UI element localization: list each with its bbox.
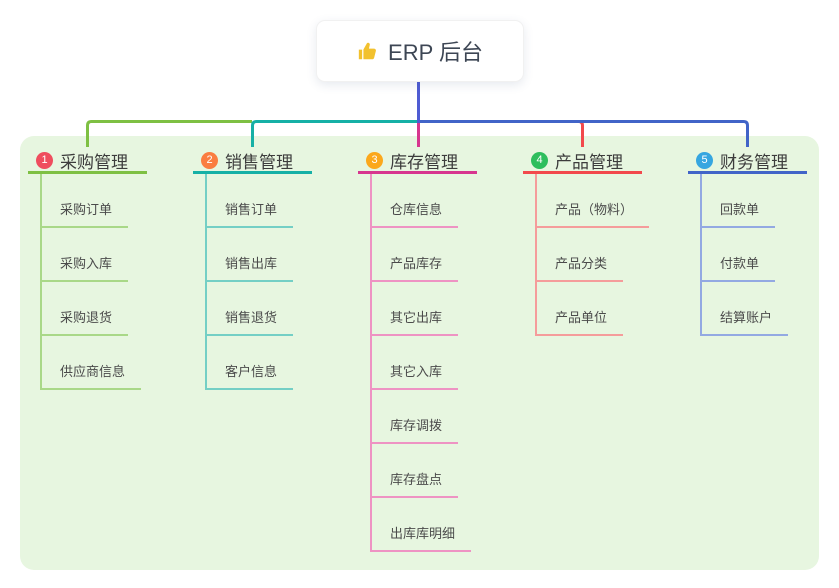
child-node[interactable]: 库存盘点 <box>372 444 459 498</box>
branch-node-inventory[interactable]: 3 库存管理 <box>358 149 477 174</box>
branch-title-label: 产品管理 <box>555 152 623 172</box>
child-node[interactable]: 销售出库 <box>207 228 294 282</box>
child-node[interactable]: 付款单 <box>702 228 776 282</box>
child-node[interactable]: 其它入库 <box>372 336 459 390</box>
branch-title-label: 库存管理 <box>390 152 458 172</box>
root-node[interactable]: ERP 后台 <box>316 20 524 82</box>
child-node[interactable]: 产品分类 <box>537 228 624 282</box>
branch-number-badge: 3 <box>366 151 383 169</box>
branch-node-purchase[interactable]: 1 采购管理 <box>28 149 147 174</box>
child-node[interactable]: 产品（物料） <box>537 174 650 228</box>
child-node[interactable]: 产品库存 <box>372 228 459 282</box>
branch-title-label: 采购管理 <box>60 152 128 172</box>
branch-number-badge: 5 <box>696 151 713 169</box>
branch-children: 产品（物料） 产品分类 产品单位 <box>535 174 650 336</box>
child-node[interactable]: 采购订单 <box>42 174 129 228</box>
branch-node-product[interactable]: 4 产品管理 <box>523 149 642 174</box>
branch-number-badge: 2 <box>201 151 218 169</box>
child-node[interactable]: 采购入库 <box>42 228 129 282</box>
child-node[interactable]: 库存调拨 <box>372 390 459 444</box>
child-node[interactable]: 客户信息 <box>207 336 294 390</box>
branch-children: 仓库信息 产品库存 其它出库 其它入库 库存调拨 库存盘点 出库库明细 <box>370 174 472 552</box>
child-node[interactable]: 供应商信息 <box>42 336 142 390</box>
child-node[interactable]: 销售订单 <box>207 174 294 228</box>
root-title: ERP 后台 <box>388 40 483 65</box>
branch-children: 销售订单 销售出库 销售退货 客户信息 <box>205 174 294 390</box>
child-node[interactable]: 出库库明细 <box>372 498 472 552</box>
branch-title-label: 销售管理 <box>225 152 293 172</box>
child-node[interactable]: 结算账户 <box>702 282 789 336</box>
branch-node-finance[interactable]: 5 财务管理 <box>688 149 807 174</box>
branch-node-sales[interactable]: 2 销售管理 <box>193 149 312 174</box>
child-node[interactable]: 产品单位 <box>537 282 624 336</box>
child-node[interactable]: 其它出库 <box>372 282 459 336</box>
branch-children: 采购订单 采购入库 采购退货 供应商信息 <box>40 174 142 390</box>
child-node[interactable]: 回款单 <box>702 174 776 228</box>
thumbs-up-icon <box>357 40 379 62</box>
child-node[interactable]: 仓库信息 <box>372 174 459 228</box>
branch-children: 回款单 付款单 结算账户 <box>700 174 789 336</box>
branch-title-label: 财务管理 <box>720 152 788 172</box>
child-node[interactable]: 销售退货 <box>207 282 294 336</box>
branch-number-badge: 1 <box>36 151 53 169</box>
branch-number-badge: 4 <box>531 151 548 169</box>
child-node[interactable]: 采购退货 <box>42 282 129 336</box>
